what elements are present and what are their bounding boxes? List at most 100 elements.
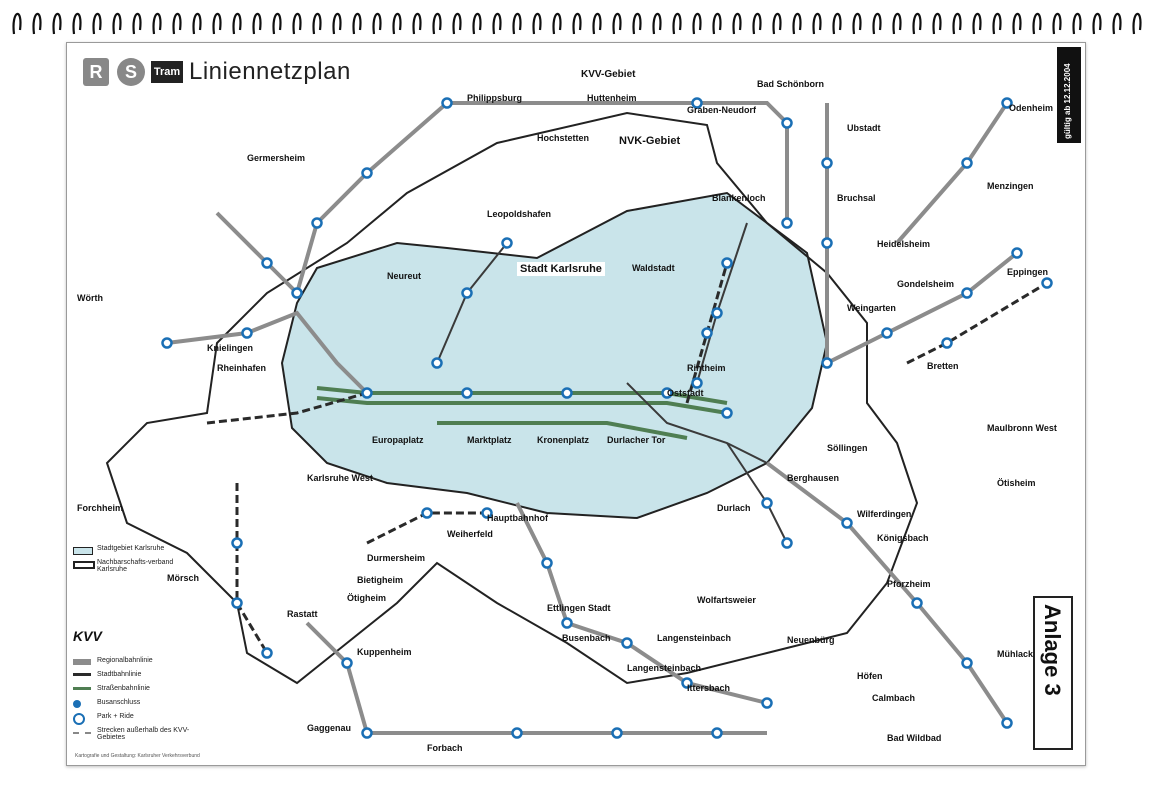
station-bietigheim: Bietigheim	[357, 575, 404, 585]
spiral-ring	[132, 12, 142, 35]
legend-row-bus: Busanschluss	[73, 697, 193, 711]
station-bruchsal: Bruchsal	[837, 193, 876, 203]
station-oetisheim: Ötisheim	[997, 478, 1036, 488]
park-ride-stop	[561, 387, 573, 399]
spiral-ring	[752, 12, 762, 35]
spiral-ring	[92, 12, 102, 35]
anlage-text: Anlage 3	[1040, 604, 1065, 696]
station-soellingen: Söllingen	[827, 443, 868, 453]
station-philippsburg: Philippsburg	[467, 93, 522, 103]
station-rastatt: Rastatt	[287, 609, 318, 619]
park-ride-stop	[361, 167, 373, 179]
park-ride-stop	[261, 647, 273, 659]
station-blankenloch: Blankenloch	[712, 193, 766, 203]
station-marktplatz: Marktplatz	[467, 435, 512, 445]
park-ride-stop	[421, 507, 433, 519]
spiral-ring	[412, 12, 422, 35]
spiral-ring	[812, 12, 822, 35]
spiral-ring	[832, 12, 842, 35]
station-koenigsbach: Königsbach	[877, 533, 929, 543]
spiral-ring	[932, 12, 942, 35]
legend-row-parkride: Park + Ride	[73, 711, 193, 725]
station-huttenheim: Huttenheim	[587, 93, 637, 103]
spiral-ring	[192, 12, 202, 35]
station-bad-schoenborn: Bad Schönborn	[757, 79, 824, 89]
park-ride-stop	[781, 117, 793, 129]
nvk-area-label: NVK-Gebiet	[619, 135, 681, 147]
park-ride-stop	[311, 217, 323, 229]
park-ride-stop	[961, 657, 973, 669]
station-durmersheim: Durmersheim	[367, 553, 426, 563]
validity-badge: gültig ab 12.12.2004	[1057, 47, 1081, 143]
park-ride-stop	[241, 327, 253, 339]
station-bad-wildbad: Bad Wildbad	[887, 733, 942, 743]
spiral-ring	[552, 12, 562, 35]
spiral-ring	[1112, 12, 1122, 35]
station-wilferdingen: Wilferdingen	[857, 509, 912, 519]
anlage-badge: Anlage 3	[1033, 596, 1073, 750]
legend-row-regionalbahn: Regionalbahnlinie	[73, 655, 193, 669]
spiral-ring	[252, 12, 262, 35]
station-leopoldshafen: Leopoldshafen	[487, 209, 552, 219]
legend-lines: Regionalbahnlinie Stadtbahnlinie Straßen…	[73, 655, 193, 741]
spiral-ring	[852, 12, 862, 35]
station-hauptbahnhof: Hauptbahnhof	[487, 513, 548, 523]
station-forbach: Forbach	[427, 743, 463, 753]
station-moersch: Mörsch	[167, 573, 200, 583]
spiral-ring	[1092, 12, 1102, 35]
spiral-ring	[472, 12, 482, 35]
station-neureut: Neureut	[387, 271, 422, 281]
station-forchheim: Forchheim	[77, 503, 124, 513]
stadt-karlsruhe-label: Stadt Karlsruhe	[517, 262, 605, 276]
park-ride-stop	[781, 217, 793, 229]
station-rheinhafen: Rheinhafen	[217, 363, 267, 373]
park-ride-stop	[941, 337, 953, 349]
spiral-ring	[952, 12, 962, 35]
park-ride-stop	[1041, 277, 1053, 289]
station-bretten: Bretten	[927, 361, 959, 371]
station-graben-neudorf: Graben-Neudorf	[687, 105, 757, 115]
station-hoefen: Höfen	[857, 671, 883, 681]
spiral-ring	[452, 12, 462, 35]
park-ride-stop	[821, 157, 833, 169]
tram-logo: Tram	[151, 61, 183, 83]
park-ride-stop	[481, 507, 493, 519]
park-ride-stop	[161, 337, 173, 349]
line-bretten	[826, 251, 1019, 365]
park-ride-stop	[511, 727, 523, 739]
park-ride-stop	[461, 287, 473, 299]
park-ride-stop	[1001, 97, 1013, 109]
spiral-ring	[172, 12, 182, 35]
park-ride-stop	[701, 327, 713, 339]
park-ride-stop	[911, 597, 923, 609]
park-ride-stop	[541, 557, 553, 569]
legend-row-nachbarschaft: Nachbarschafts-verband Karlsruhe	[73, 557, 193, 573]
spiral-ring	[972, 12, 982, 35]
spiral-ring	[232, 12, 242, 35]
legend: Stadtgebiet Karlsruhe Nachbarschafts-ver…	[73, 543, 193, 573]
line-heidelberg	[895, 101, 1009, 245]
park-ride-stop	[611, 727, 623, 739]
legend-row-outside: Strecken außerhalb des KVV-Gebietes	[73, 725, 193, 741]
station-germersheim: Germersheim	[247, 153, 306, 163]
spiral-ring	[392, 12, 402, 35]
park-ride-stop	[441, 97, 453, 109]
spiral-ring	[52, 12, 62, 35]
r-logo: R	[83, 58, 109, 86]
legend-row-stadtgebiet: Stadtgebiet Karlsruhe	[73, 543, 193, 557]
spiral-ring	[532, 12, 542, 35]
line-ittersbach	[566, 621, 768, 705]
park-ride-stop	[711, 727, 723, 739]
station-ittersbach: Ittersbach	[687, 683, 731, 693]
spiral-ring	[152, 12, 162, 35]
park-ride-stop	[361, 727, 373, 739]
line-germersheim	[215, 211, 299, 295]
station-maulbronn: Maulbronn West	[987, 423, 1057, 433]
spiral-ring	[992, 12, 1002, 35]
spiral-ring	[512, 12, 522, 35]
station-menzingen: Menzingen	[987, 181, 1034, 191]
park-ride-stop	[821, 357, 833, 369]
spiral-ring	[912, 12, 922, 35]
line-woerth	[166, 310, 369, 395]
station-gaggenau: Gaggenau	[307, 723, 352, 733]
